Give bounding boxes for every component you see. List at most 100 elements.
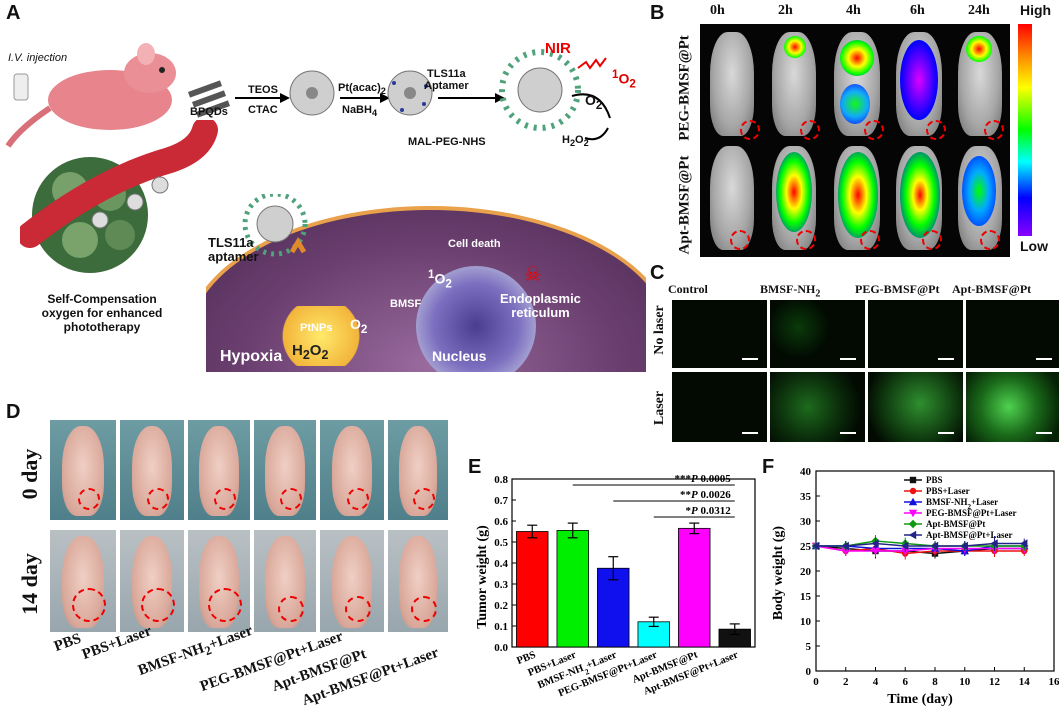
chart-f-legend-label: PBS+Laser (926, 486, 970, 496)
ctac-label: CTAC (248, 104, 278, 116)
panel-label-d: D (6, 401, 20, 424)
chart-e-ytick-label: 0.8 (494, 474, 508, 486)
tumor-circle (345, 596, 371, 622)
chart-f-ytick-label: 25 (800, 541, 812, 553)
tumor-circle (72, 588, 106, 622)
tumor-circle (280, 488, 302, 510)
bmsf-label: BMSF (390, 298, 421, 310)
micro-bmsf-laser (770, 372, 865, 442)
chart-f-ytick-label: 15 (800, 591, 812, 603)
mouse-photo (320, 420, 384, 520)
row-label-apt: Apt-BMSF@Pt (677, 156, 694, 255)
chart-e-bar (557, 530, 589, 647)
micro-apt-laser (966, 372, 1059, 442)
chart-f-point (910, 477, 916, 483)
chart-e-ylabel: Tumor weight (g) (475, 525, 490, 629)
singlet-o2-top-label: 1O2 (612, 68, 636, 90)
col-bmsf-nh2: BMSF-NH2 (760, 282, 820, 299)
mouse-photo (120, 530, 184, 632)
tumor-circle (411, 596, 437, 622)
chart-f-legend-label: Apt-BMSF@Pt (926, 519, 985, 529)
timepoint-24h: 24h (968, 3, 990, 19)
chart-e-ytick-label: 0.7 (494, 495, 508, 507)
micro-peg-laser (868, 372, 963, 442)
self-compensation-text: Self-Compensation oxygen for enhanced ph… (22, 292, 182, 334)
chart-e-significance-label: ***P 0.0005 (675, 473, 732, 485)
panel-label-a: A (6, 2, 20, 25)
chart-f-legend-label: PEG-BMSF@Pt+Laser (926, 508, 1017, 518)
chart-f-xtick-label: 10 (959, 676, 971, 688)
panel-label-b: B (650, 2, 664, 25)
tumor-circle (78, 488, 100, 510)
chart-e-ytick-label: 0.0 (494, 642, 508, 654)
mouse-photo (188, 530, 250, 632)
chart-f-xtick-label: 4 (873, 676, 879, 688)
micro-control-laser (672, 372, 767, 442)
colorbar (1018, 24, 1032, 236)
chart-f-ytick-label: 40 (800, 466, 812, 478)
chart-f-point (910, 488, 916, 494)
chart-e-ytick-label: 0.5 (494, 537, 508, 549)
o2-top-label: O2 (585, 92, 602, 112)
chart-e-ytick-label: 0.4 (494, 558, 508, 570)
iv-label: I.V. injection (8, 52, 67, 64)
chart-f-ytick-label: 20 (800, 566, 812, 578)
col-apt-bmsf: Apt-BMSF@Pt (952, 282, 1031, 297)
row-0-day: 0 day (17, 449, 43, 500)
group-label-pbs: PBS (52, 631, 84, 656)
h2o2-top-label: H2O2 (562, 134, 589, 148)
panel-label-c: C (650, 262, 664, 285)
micro-apt-nolaser (966, 300, 1059, 368)
timepoint-4h: 4h (846, 3, 861, 19)
mouse-photo (50, 420, 116, 520)
chart-f-ytick-label: 30 (800, 516, 812, 528)
chart-e-bar (678, 528, 710, 647)
chart-f-point (909, 520, 917, 528)
chart-f-ytick-label: 10 (800, 616, 812, 628)
row-laser: Laser (652, 391, 668, 425)
row-14-day: 14 day (17, 553, 43, 615)
colorbar-low-label: Low (1020, 238, 1048, 254)
mouse-photo (50, 530, 116, 632)
tumor-circle (208, 588, 242, 622)
chart-e-ytick-label: 0.3 (494, 579, 508, 591)
hypoxia-label: Hypoxia (220, 348, 282, 366)
chart-e-significance-label: **P 0.0026 (680, 489, 731, 501)
col-control: Control (668, 282, 708, 297)
chart-e-category-label: PBS (515, 650, 537, 667)
mouse-photo (388, 420, 448, 520)
chart-f-legend-label: Apt-BMSF@Pt+Laser (926, 530, 1013, 540)
chart-f-xlabel: Time (day) (887, 692, 953, 707)
mouse-photo (254, 530, 316, 632)
mouse-photo (320, 530, 384, 632)
pt-acac-label: Pt(acac)2 (338, 82, 386, 96)
chart-e-ytick-label: 0.2 (494, 600, 508, 612)
chart-f-ytick-label: 0 (806, 666, 812, 678)
tumor-circle (278, 596, 304, 622)
chart-e-tumor-weight: Tumor weight (g) 0.00.10.20.30.40.50.60.… (470, 455, 765, 707)
bpqds-label: BPQDs (190, 106, 228, 118)
chart-f-xtick-label: 16 (1049, 676, 1059, 688)
nucleus-label: Nucleus (432, 348, 486, 364)
chart-f-xtick-label: 12 (989, 676, 1001, 688)
imaging-grid (700, 24, 1010, 257)
col-peg-bmsf: PEG-BMSF@Pt (855, 282, 940, 297)
row-label-peg: PEG-BMSF@Pt (677, 35, 694, 141)
micro-bmsf-nolaser (770, 300, 865, 368)
tumor-circle (141, 588, 175, 622)
mal-peg-nhs-label: MAL-PEG-NHS (408, 136, 486, 148)
mouse-photo (254, 420, 316, 520)
tumor-circle (214, 488, 236, 510)
mouse-photo (188, 420, 250, 520)
mouse-photo (120, 420, 184, 520)
chart-e-significance-label: *P 0.0312 (686, 505, 732, 517)
chart-f-ytick-label: 5 (806, 641, 812, 653)
nabh4-label: NaBH4 (342, 104, 377, 118)
timepoint-2h: 2h (778, 3, 793, 19)
tumor-circle (347, 488, 369, 510)
chart-e-ytick-label: 0.1 (494, 621, 508, 633)
chart-f-point (909, 531, 916, 539)
